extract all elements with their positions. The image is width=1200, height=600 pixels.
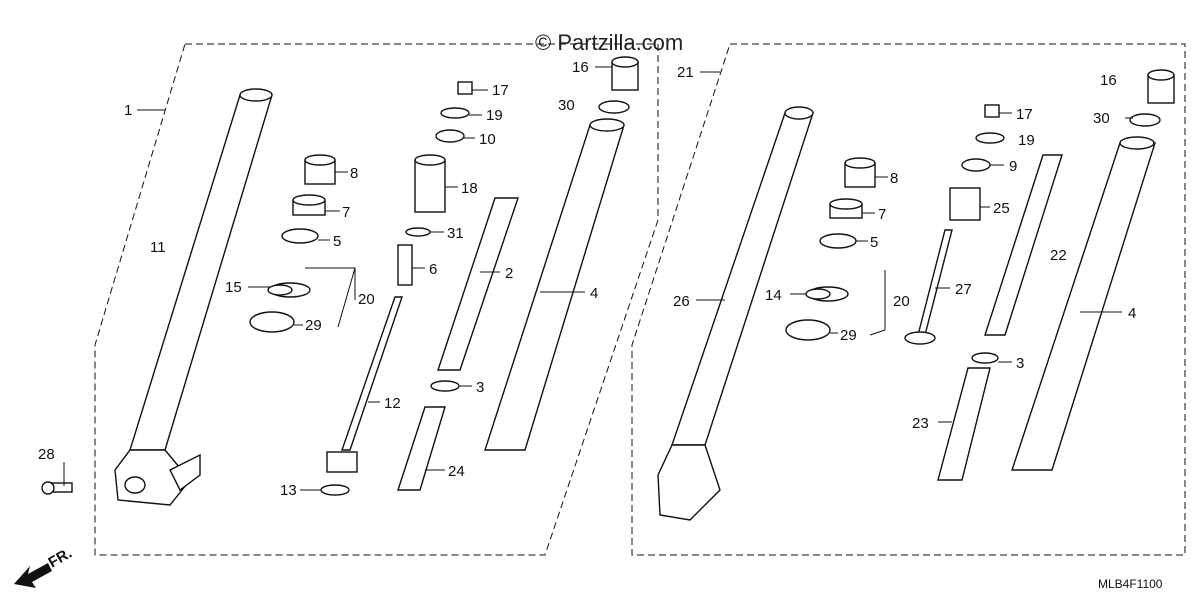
left-assembly-frame [94,43,659,556]
ring-31 [405,227,431,237]
collar-18 [414,154,446,213]
label-22: 22 [1050,247,1067,264]
cap-16-left [611,56,639,91]
washer-5-right [819,233,857,249]
label-17-left: 17 [492,82,509,99]
label-19-right: 19 [1018,132,1035,149]
label-5-right: 5 [870,234,878,251]
clip-15 [267,284,293,296]
bolt-28 [41,481,73,495]
label-17-right: 17 [1016,106,1033,123]
tube-24 [397,406,446,491]
label-2: 2 [505,265,513,282]
spring-25 [949,187,981,221]
label-6: 6 [429,261,437,278]
inner-tube-4-left [484,118,625,451]
label-21: 21 [677,64,694,81]
nut-17-right [984,104,1000,118]
cap-16-right [1147,69,1175,104]
label-31: 31 [447,225,464,242]
bushing-8-right [844,157,876,188]
ring-30-left [598,100,630,114]
tube-23 [937,367,991,481]
label-18: 18 [461,180,478,197]
label-8-left: 8 [350,165,358,182]
label-24: 24 [448,463,465,480]
label-30-right: 30 [1093,110,1110,127]
label-1: 1 [124,102,132,119]
rod-12 [326,296,403,473]
label-23: 23 [912,415,929,432]
right-assembly-frame [631,43,1186,556]
label-4-left: 4 [590,285,598,302]
label-29-left: 29 [305,317,322,334]
washer-3-left [430,380,460,392]
clip-19-left [440,107,470,119]
label-28: 28 [38,446,55,463]
dust-seal-29-left [249,311,295,333]
bushing-7-left [292,194,326,216]
washer-5-left [281,228,319,244]
label-29-right: 29 [840,327,857,344]
seat-10 [435,129,465,143]
label-4-right: 4 [1128,305,1136,322]
label-5-left: 5 [333,233,341,250]
nut-17-left [457,81,473,95]
spring-2-right [984,154,1063,336]
ring-13 [320,484,350,496]
seat-9 [961,158,991,172]
label-20-right: 20 [893,293,910,310]
label-16-right: 16 [1100,72,1117,89]
label-27: 27 [955,281,972,298]
watermark-text: © Partzilla.com [535,30,683,55]
label-26: 26 [673,293,690,310]
label-16-left: 16 [572,59,589,76]
label-11: 11 [150,239,166,256]
washer-3-right [971,352,999,364]
label-9: 9 [1009,158,1017,175]
label-3-left: 3 [476,379,484,396]
label-25: 25 [993,200,1010,217]
bushing-8-left [304,154,336,185]
bushing-7-right [829,198,863,219]
label-14: 14 [765,287,782,304]
label-19-left: 19 [486,107,503,124]
label-3-right: 3 [1016,355,1024,372]
clip-14 [805,288,831,300]
front-direction-arrow-icon [14,563,52,588]
label-15: 15 [225,279,242,296]
diagram-code: MLB4F1100 [1098,577,1163,591]
leader-lines [63,66,1133,491]
label-7-right: 7 [878,206,886,223]
label-7-left: 7 [342,204,350,221]
spring-6 [397,244,413,286]
label-30-left: 30 [558,97,575,114]
outer-tube-left [114,88,273,506]
label-10: 10 [479,131,496,148]
spring-2-left [437,197,519,371]
inner-tube-4-right [1011,136,1156,471]
label-12: 12 [384,395,401,412]
clip-19-right [975,132,1005,144]
dust-seal-29-right [785,319,831,341]
label-13: 13 [280,482,297,499]
rod-27 [904,229,953,345]
label-20-left: 20 [358,291,375,308]
label-8-right: 8 [890,170,898,187]
outer-tube-right [657,106,814,521]
ring-30-right [1129,113,1161,127]
